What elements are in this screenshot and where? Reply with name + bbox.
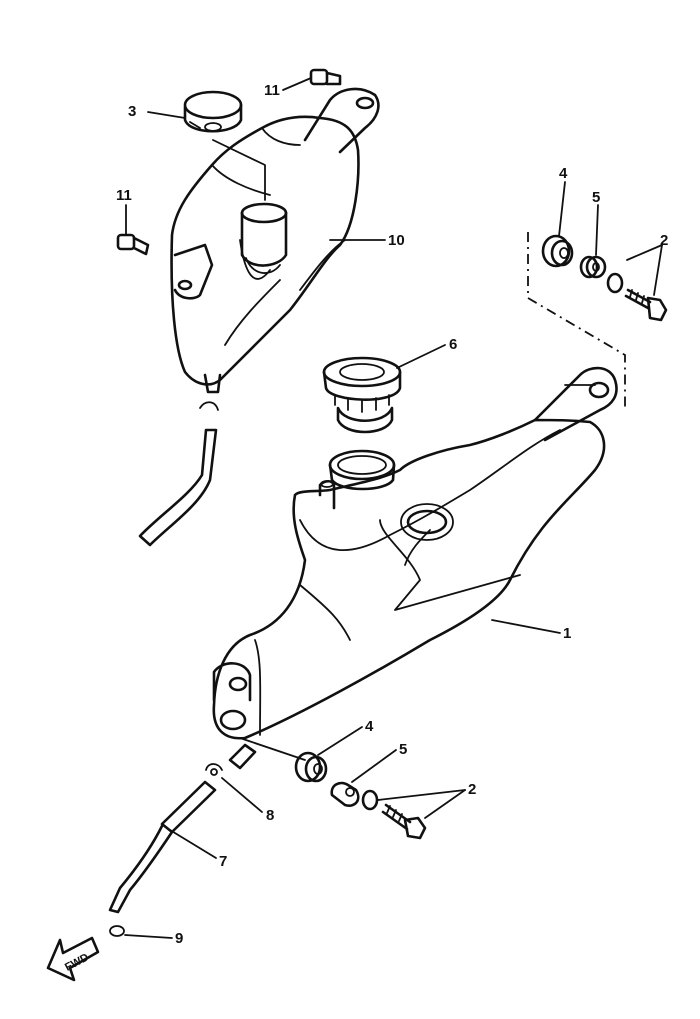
callout-4-bottom: 4 <box>365 718 374 735</box>
callout-9: 9 <box>175 930 183 947</box>
clamp-9[interactable] <box>109 925 125 937</box>
mount-axis-line <box>239 737 306 761</box>
clamp-8[interactable] <box>205 763 223 776</box>
grommet-4-bottom[interactable] <box>294 751 328 783</box>
callout-7: 7 <box>219 853 227 870</box>
cap-to-neck-line <box>212 139 266 201</box>
mount-dash-box <box>527 232 626 410</box>
callout-6: 6 <box>449 336 457 353</box>
washer-top[interactable] <box>606 272 624 294</box>
callouts: 1 2 3 4 5 6 10 11 11 4 5 2 <box>116 77 668 947</box>
tank-cap[interactable] <box>322 356 402 434</box>
collar-5-bottom[interactable] <box>330 781 360 807</box>
filler-neck-ring[interactable] <box>328 449 396 491</box>
bolt-2-bottom[interactable] <box>381 803 427 840</box>
bolt-11-top[interactable] <box>309 68 342 86</box>
bolt-2-top[interactable] <box>624 288 668 322</box>
callout-4-top: 4 <box>559 165 568 182</box>
reservoir-tank[interactable] <box>170 87 380 394</box>
washer-bottom[interactable] <box>361 789 379 811</box>
callout-5-bottom: 5 <box>399 741 407 758</box>
grommet-4-top[interactable] <box>541 234 574 268</box>
callout-2-bottom: 2 <box>468 781 476 798</box>
collar-5-top[interactable] <box>579 255 607 279</box>
oil-tank[interactable] <box>212 366 618 770</box>
reservoir-cap[interactable] <box>183 90 243 133</box>
callout-5-top: 5 <box>592 189 600 206</box>
callout-1: 1 <box>563 625 571 642</box>
fwd-label: FWD <box>63 951 91 973</box>
bolt-11-left[interactable] <box>116 233 150 256</box>
reservoir-hose[interactable] <box>138 401 219 547</box>
callout-10: 10 <box>388 232 405 249</box>
fwd-direction-arrow: FWD <box>46 936 100 982</box>
callout-8: 8 <box>266 807 274 824</box>
callout-11-top: 11 <box>264 82 280 99</box>
callout-3: 3 <box>128 103 136 120</box>
callout-11-left: 11 <box>116 187 132 204</box>
callout-2-top: 2 <box>660 232 668 249</box>
